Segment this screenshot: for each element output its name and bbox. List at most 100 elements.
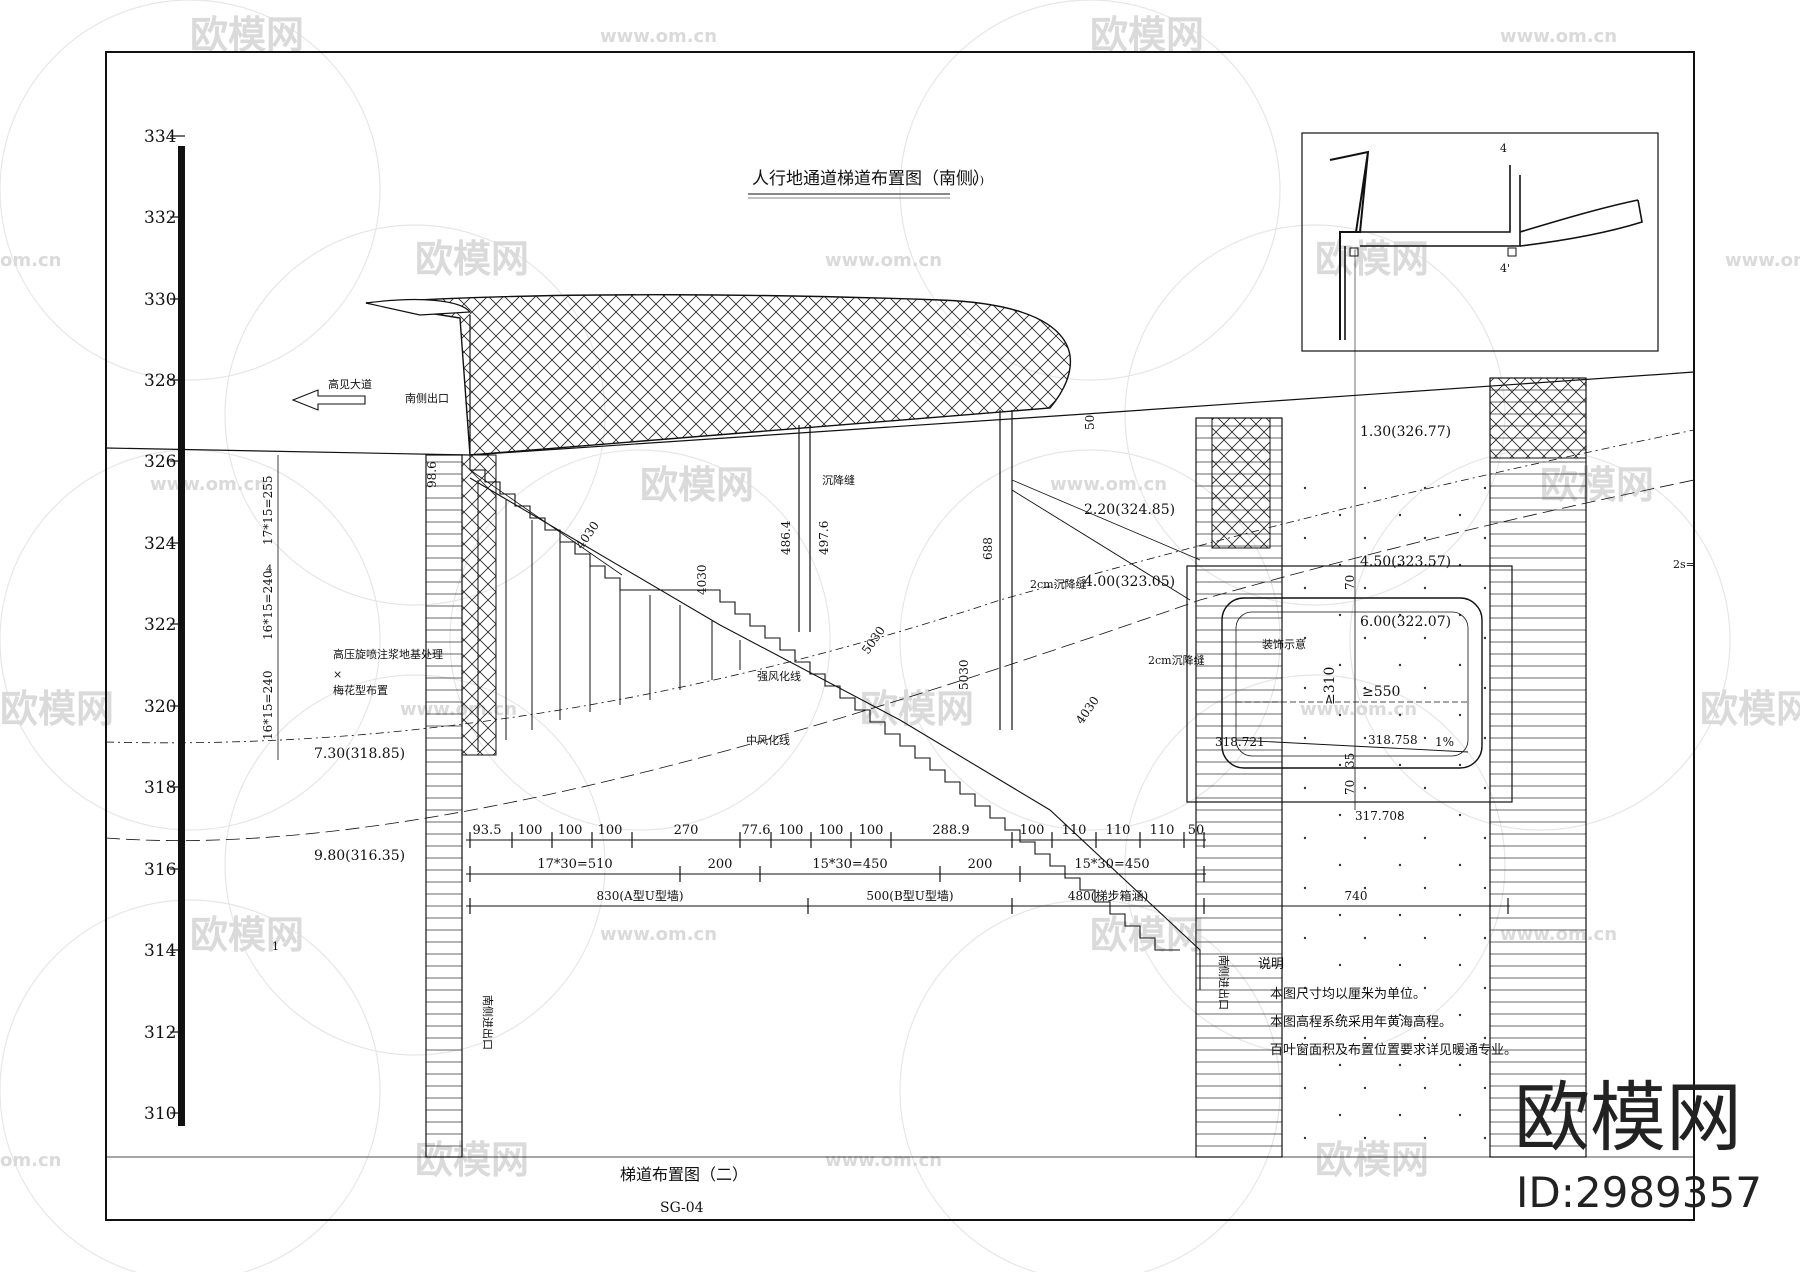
elevation-marks: 1.30(326.77) 2.20(324.85) 4.00(323.05) 4… [314,424,1451,864]
dim-cell: 270 [674,823,699,838]
inset-dim: 4 [1500,142,1507,155]
dim-cell: 288.9 [932,823,969,838]
elevation-scale: 334 332 330 328 326 324 322 320 318 316 … [144,127,185,1126]
vdim: 688 [981,537,995,560]
watermark-id: ID:2989357 [1516,1168,1762,1217]
dim-cell: 50 [1188,823,1205,838]
vdim: ≥310 [1322,667,1338,705]
canopy-roof [365,294,1071,456]
wm-site: www.om.cn [600,26,717,47]
dim-cell: 100 [598,823,623,838]
dim-cell: 77.6 [742,823,771,838]
vdim: 70 [1343,575,1357,590]
elev-tick: 312 [144,1023,176,1043]
vdim: 497.6 [817,521,831,555]
inset-dim: 4' [1500,262,1510,275]
annotations: 高见大道 南侧出口 高压旋喷注浆地基处理 × 梅花型布置 强风化线 中风化线 沉… [261,377,1695,1050]
elev-tick: 324 [144,534,176,554]
label-south-exit: 南侧出口 [405,391,449,405]
dim-cell: 500(B型U型墙) [866,889,953,903]
notes-item: 本图尺寸均以厘米为单位。 [1270,987,1426,1002]
elev-tick: 334 [144,127,176,147]
dim-cell: 480(梯步箱涵) [1068,888,1148,903]
vdim: 35 [1343,753,1357,768]
elev-tick: 330 [144,290,176,310]
watermark-brand: 欧模网 [1514,1073,1742,1162]
dim-cell: 17*30=510 [537,857,612,872]
sheet-number: SG-04 [660,1200,704,1216]
wm-brand: 欧模网 [1700,687,1800,731]
direction-arrow-icon [291,389,366,411]
elev-mark: 4.50(323.57) [1360,554,1451,570]
label-exit-right: 南侧进出口 [1217,955,1231,1010]
dim-cell: 200 [968,857,993,872]
elev-mark: 6.00(322.07) [1360,614,1451,630]
dim-cell: 100 [779,823,804,838]
label-left-small: 4 [266,564,272,575]
wm-brand: 欧模网 [190,913,304,957]
dim-cell: 110 [1062,823,1087,838]
notes-item: 本图高程系统采用年黄海高程。 [1270,1014,1452,1030]
label-mid-weather: 中风化线 [746,733,790,747]
wm-brand: 欧模网 [860,687,974,731]
vdim: 98.6 [425,461,439,488]
notes-item: 百叶窗面积及布置位置要求详见暖通专业。 [1270,1042,1517,1058]
elev-tick: 314 [144,941,176,961]
dim-cell: 110 [1106,823,1131,838]
elev-tick: 322 [144,615,176,635]
elev-tick: 316 [144,860,176,880]
elev-mark: 7.30(318.85) [314,746,405,762]
label-left-seq: 16*15=240 [261,671,275,741]
wm-brand: 欧模网 [640,463,754,507]
elev-mark: 2.20(324.85) [1084,502,1175,518]
wm-brand: 欧模网 [415,237,529,281]
notes-heading: 说明 [1258,957,1284,972]
dim-cell: 100 [518,823,543,838]
notes-block: 说明 本图尺寸均以厘米为单位。 本图高程系统采用年黄海高程。 百叶窗面积及布置位… [1258,957,1517,1058]
elev-mark: 1.30(326.77) [1360,424,1451,440]
wm-brand: 欧模网 [1090,13,1204,57]
label-left-seq: 16*15=240 [261,571,275,641]
label-decoration: 装饰示意 [1262,637,1306,651]
label-right-cut: 2s= [1673,558,1695,571]
wm-site: www.om.cn [1050,474,1167,495]
dim-cell: 100 [1020,823,1045,838]
vdim: 486.4 [779,520,793,555]
wm-site: om.cn [0,1150,61,1171]
tunnel-box [1186,560,1513,810]
elev-tick: 326 [144,452,176,472]
wm-brand: 欧模网 [0,687,114,731]
dim-cell: 100 [558,823,583,838]
label-settle-2cm: 2cm沉降缝 [1030,577,1087,591]
wm-site: www.om.cn [825,1150,942,1171]
label-slope: 1% [1435,735,1454,749]
dim-cell: 100 [819,823,844,838]
elev-tick: 332 [144,208,176,228]
title-text: 人行地通道梯道布置图（南侧） [752,169,990,189]
elev-tick: 328 [144,371,176,391]
elev-mark: 9.80(316.35) [314,848,405,864]
label-exit-left: 南侧进出口 [481,995,495,1050]
wm-site: om.cn [0,250,61,271]
label-small-mark: 1 [272,940,279,953]
dimension-rows: 93.5 100 100 100 270 77.6 100 100 100 28… [466,823,1510,914]
elev-mark: 317.708 [1355,809,1405,823]
drawing-title: 人行地通道梯道布置图（南侧） ( ) [748,169,990,199]
title-mark: ( ) [972,174,984,187]
vdim: 5030 [859,624,888,657]
retaining-walls [425,377,1587,1158]
elev-tick: 318 [144,778,176,798]
wm-brand: 欧模网 [190,13,304,57]
dim-cell: 200 [708,857,733,872]
wm-brand: 欧模网 [1090,913,1204,957]
wm-site: www.om.cn [825,250,942,271]
label-left-seq: 17*15=255 [261,476,275,546]
elev-mark: 318.758 [1368,733,1418,747]
dim-cell: 15*30=450 [812,857,887,872]
vdim: 4030 [1073,694,1102,727]
vdim: 4030 [573,519,602,552]
subtitle: 梯道布置图（二） [620,1165,748,1184]
wm-site: www.om.cn [1500,26,1617,47]
sheet-title-block: 梯道布置图（二） SG-04 [620,1165,748,1216]
